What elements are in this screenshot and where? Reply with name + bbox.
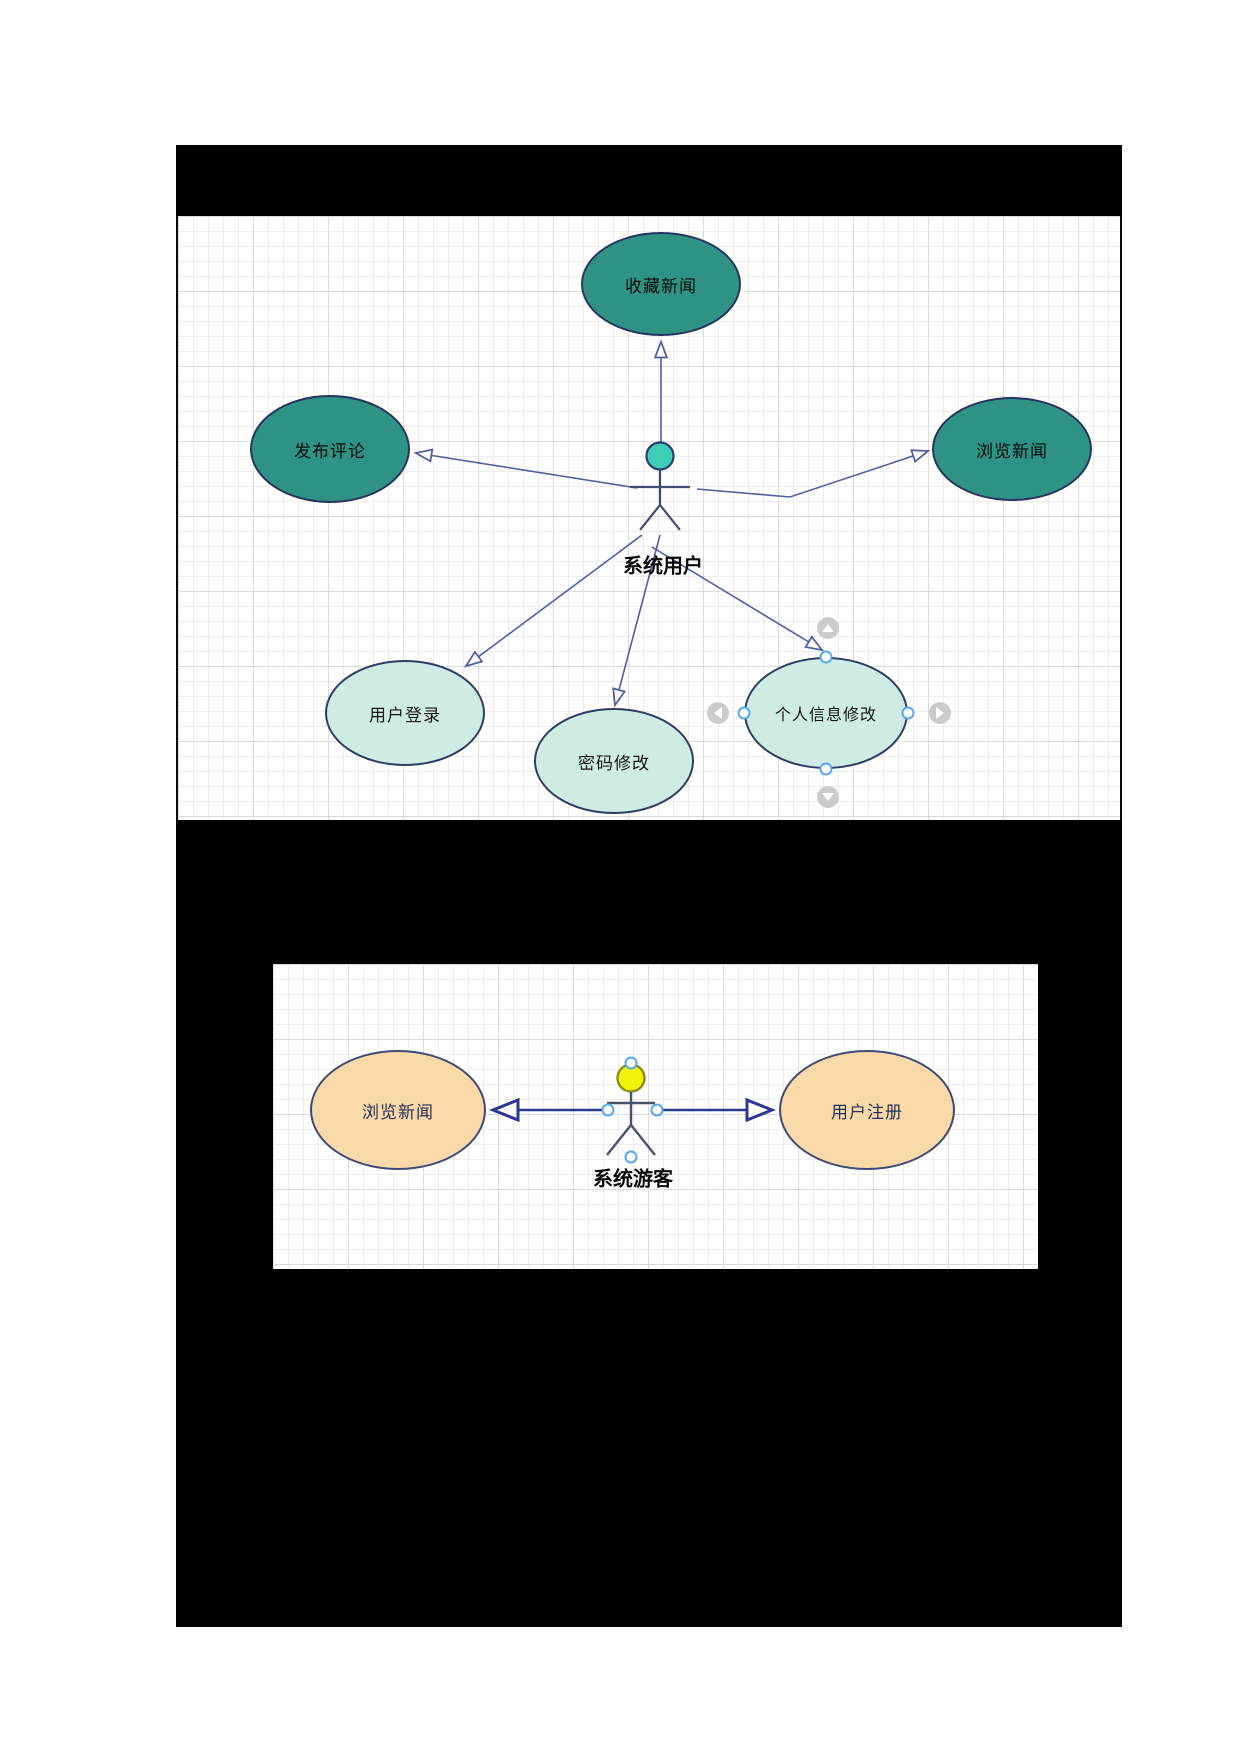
use-case-label: 浏览新闻 xyxy=(362,1102,434,1122)
quick-link-up-button[interactable] xyxy=(817,617,839,639)
use-case-label: 收藏新闻 xyxy=(625,276,697,296)
actor-user-head[interactable] xyxy=(645,441,675,471)
use-case-label: 浏览新闻 xyxy=(976,441,1048,461)
quick-link-down-button[interactable] xyxy=(817,786,839,808)
selection-handle-top[interactable] xyxy=(819,650,833,664)
arrow-up-icon xyxy=(822,624,834,632)
arrow-right-icon xyxy=(936,707,944,719)
guest-handle-top[interactable] xyxy=(624,1056,638,1070)
use-case-guest-register[interactable]: 用户注册 xyxy=(779,1050,955,1170)
association-user-login[interactable] xyxy=(466,534,643,666)
association-user-edit-profile[interactable] xyxy=(651,546,822,650)
diagram2-canvas[interactable]: 浏览新闻 用户注册 系统游客 xyxy=(273,964,1038,1269)
use-case-change-password[interactable]: 密码修改 xyxy=(534,708,694,814)
actor-guest-name: 系统游客 xyxy=(593,1168,673,1191)
guest-handle-left[interactable] xyxy=(601,1103,615,1117)
use-case-favorite-news[interactable]: 收藏新闻 xyxy=(581,232,741,336)
use-case-label: 用户注册 xyxy=(831,1102,903,1122)
diagram1-canvas[interactable]: 收藏新闻 发布评论 浏览新闻 用户登录 密码修改 个人信息修改 系统用户 xyxy=(176,216,1122,820)
selection-handle-right[interactable] xyxy=(901,706,915,720)
use-case-guest-browse-news[interactable]: 浏览新闻 xyxy=(310,1050,486,1170)
use-case-label: 个人信息修改 xyxy=(774,707,877,724)
association-user-post-comment[interactable] xyxy=(416,453,638,489)
diagram1-connectors xyxy=(178,216,1124,820)
quick-link-left-button[interactable] xyxy=(707,702,729,724)
association-user-browse-news[interactable] xyxy=(696,451,928,498)
arrow-down-icon xyxy=(822,793,834,801)
quick-link-right-button[interactable] xyxy=(929,702,951,724)
use-case-browse-news[interactable]: 浏览新闻 xyxy=(932,397,1092,501)
arrow-left-icon xyxy=(714,707,722,719)
selection-handle-bottom[interactable] xyxy=(819,762,833,776)
guest-handle-right[interactable] xyxy=(650,1103,664,1117)
association-user-change-password[interactable] xyxy=(615,534,661,705)
actor-user-name: 系统用户 xyxy=(623,555,703,578)
use-case-edit-profile[interactable]: 个人信息修改 xyxy=(744,657,908,769)
diagram2-panel: 浏览新闻 用户注册 系统游客 xyxy=(176,820,1122,1627)
use-case-user-login[interactable]: 用户登录 xyxy=(325,660,485,766)
actor-system-user[interactable] xyxy=(630,441,690,531)
use-case-label: 发布评论 xyxy=(294,441,366,461)
guest-handle-bottom[interactable] xyxy=(624,1150,638,1164)
selection-handle-left[interactable] xyxy=(737,706,751,720)
use-case-label: 用户登录 xyxy=(369,705,441,725)
diagram1-title-bar xyxy=(176,145,1122,216)
use-case-post-comment[interactable]: 发布评论 xyxy=(250,395,410,503)
use-case-label: 密码修改 xyxy=(578,753,650,773)
